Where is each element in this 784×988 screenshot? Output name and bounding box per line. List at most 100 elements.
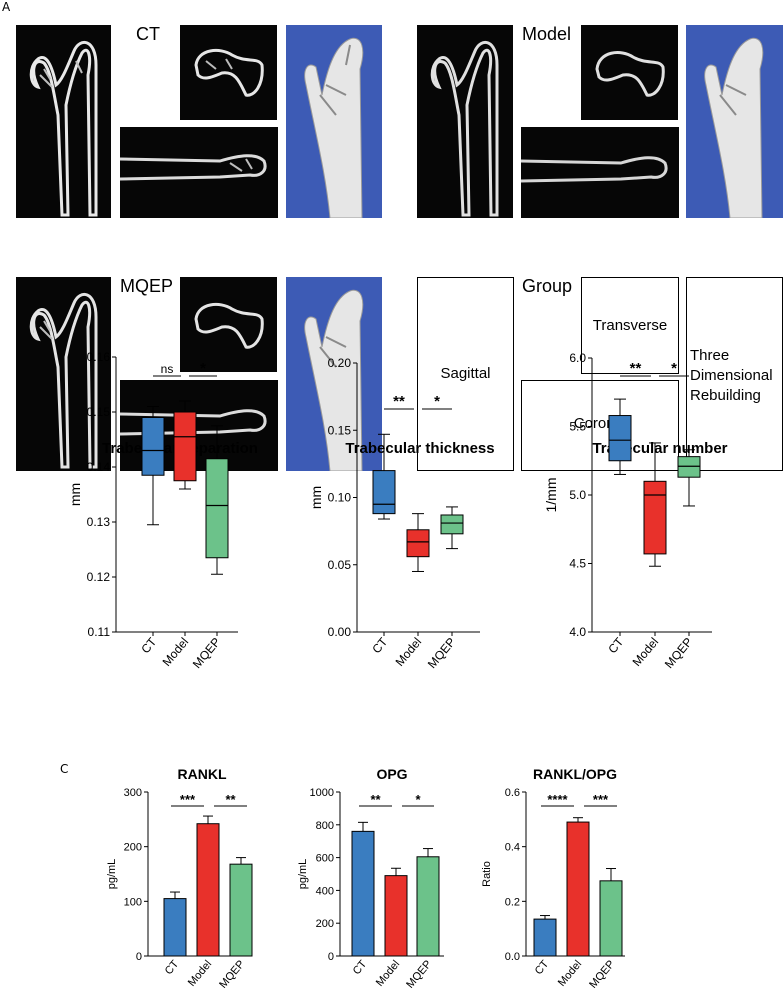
chart-title: RANKL/OPG (533, 766, 617, 782)
y-axis-label: mm (67, 483, 83, 506)
y-tick-label: 0.6 (505, 787, 520, 799)
x-tick-label: CT (605, 634, 626, 656)
x-tick-label: Model (374, 958, 402, 988)
legend-transverse-label: Transverse (592, 317, 668, 334)
bar-ct (533, 918, 557, 957)
x-tick-label: CT (163, 958, 182, 977)
sagittal-bone-shape (29, 292, 98, 469)
x-tick-label: MQEP (587, 958, 617, 988)
y-tick-label: 800 (316, 820, 334, 832)
significance-label: *** (180, 792, 196, 807)
y-tick-label: 0 (136, 951, 142, 963)
box-mqep (440, 514, 464, 535)
x-tick-label: CT (533, 958, 552, 977)
chart-title: RANKL (178, 766, 227, 782)
box-mqep (205, 458, 229, 559)
mqep-coronal-image (120, 380, 278, 471)
box-model (406, 529, 430, 558)
sagittal-bone-shape (29, 40, 98, 217)
legend-sagittal-label: Sagittal (440, 365, 491, 382)
y-tick-label: 0.11 (88, 625, 111, 639)
significance-label: ** (370, 792, 381, 807)
x-tick-label: MQEP (425, 635, 458, 671)
ct-3d-image (286, 25, 382, 218)
y-axis-label: mm (308, 486, 324, 509)
model-3d-image (686, 25, 783, 218)
y-tick-label: 0.05 (328, 558, 352, 572)
y-tick-label: 4.5 (569, 557, 586, 571)
group-label-mqep: MQEP (120, 276, 174, 296)
mqep-3d-image (286, 277, 382, 471)
model-coronal-image (521, 127, 679, 218)
group-label-ct: CT (136, 24, 160, 44)
legend-coronal-box (521, 380, 679, 471)
coronal-bone-shape (521, 156, 668, 183)
y-tick-label: 4.0 (569, 625, 586, 639)
y-tick-label: 5.0 (569, 488, 586, 502)
3d-bone-shape (304, 289, 364, 471)
legend-group-label: Group (522, 276, 573, 296)
model-transverse-image (581, 25, 678, 120)
chart-title: OPG (376, 766, 407, 782)
x-tick-label: Model (393, 635, 425, 669)
y-tick-label: 0.2 (505, 896, 520, 908)
bar-mqep (416, 856, 440, 957)
ct-sagittal-image (16, 25, 111, 218)
significance-label: ** (225, 792, 236, 807)
legend-3d-line-3: Rebuilding (690, 387, 761, 404)
bar-mqep (229, 863, 253, 957)
coronal-bone-shape (120, 154, 267, 181)
x-tick-label: MQEP (217, 958, 247, 988)
sagittal-bone-shape (430, 40, 499, 217)
y-tick-label: 0.13 (87, 515, 111, 529)
legend-3d-label: Three Dimensional Rebuilding (690, 346, 782, 406)
y-tick-label: 200 (316, 918, 334, 930)
legend-coronal-label: Coronal (573, 415, 627, 432)
mqep-transverse-image (180, 277, 277, 372)
bar-mqep (599, 880, 623, 957)
transverse-bone-shape (194, 48, 264, 97)
x-tick-label: Model (630, 635, 662, 669)
x-tick-label: MQEP (662, 635, 695, 671)
ct-coronal-image (120, 127, 278, 218)
x-tick-label: MQEP (404, 958, 434, 988)
legend-sagittal-box (417, 277, 514, 471)
y-tick-label: 100 (124, 896, 142, 908)
y-axis-label: 1/mm (543, 478, 559, 513)
y-tick-label: 600 (316, 853, 334, 865)
model-sagittal-image (417, 25, 513, 218)
significance-label: * (415, 792, 421, 807)
y-tick-label: 1000 (310, 787, 334, 799)
panel-label-a: A (2, 0, 11, 14)
legend-3d-box (686, 277, 783, 471)
x-tick-label: CT (351, 958, 370, 977)
y-axis-label: pg/mL (106, 859, 118, 890)
transverse-bone-shape (595, 51, 665, 97)
y-tick-label: 0 (328, 951, 334, 963)
mqep-sagittal-image (16, 277, 111, 471)
legend-3d-line-2: Dimensional (690, 367, 773, 384)
x-tick-label: Model (160, 635, 192, 669)
bar-ct (351, 830, 375, 957)
significance-label: ns (161, 362, 174, 376)
bar-model (384, 875, 408, 957)
x-tick-label: MQEP (190, 635, 223, 671)
x-tick-label: CT (138, 634, 159, 656)
ct-transverse-image (180, 25, 277, 120)
y-tick-label: 0.12 (87, 570, 111, 584)
bar-model (196, 823, 220, 957)
coronal-bone-shape (120, 409, 267, 436)
y-tick-label: 0.00 (328, 625, 352, 639)
significance-label: **** (547, 792, 568, 807)
group-label-model: Model (522, 24, 572, 44)
x-tick-label: Model (556, 958, 584, 988)
y-tick-label: 200 (124, 842, 142, 854)
bar-ct (163, 898, 187, 957)
significance-label: *** (593, 792, 609, 807)
box-model (643, 480, 667, 555)
legend-3d-line-1: Three (690, 347, 730, 364)
y-tick-label: 300 (124, 787, 142, 799)
